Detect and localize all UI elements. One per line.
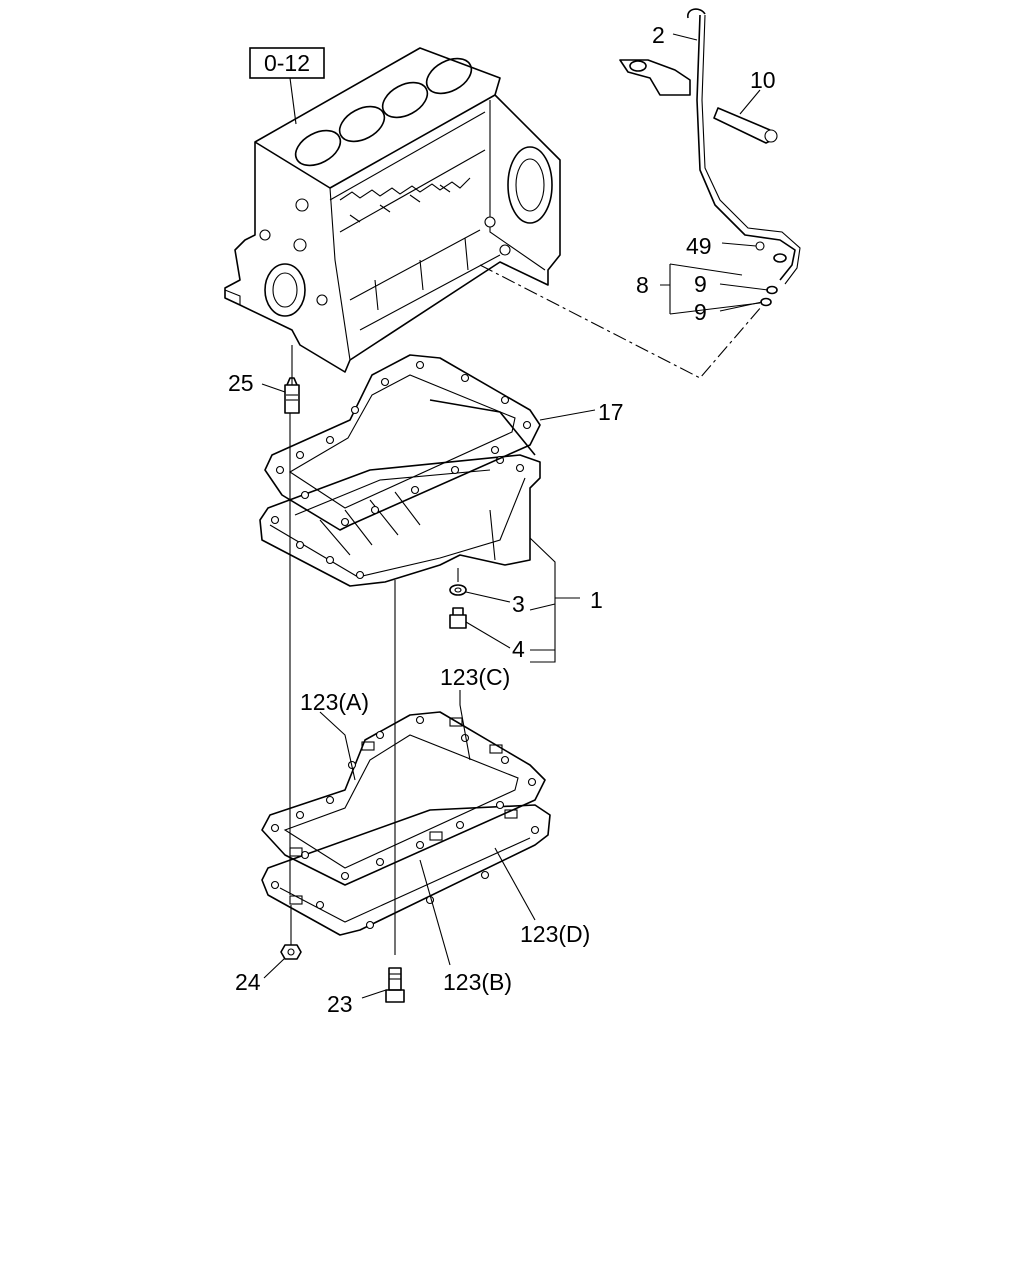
callout-8: 8 xyxy=(636,272,649,298)
callout-23: 23 xyxy=(327,991,353,1017)
callout-24: 24 xyxy=(235,969,261,995)
callout-3: 3 xyxy=(512,591,525,617)
pan-gasket xyxy=(264,354,541,531)
callout-9-lower: 9 xyxy=(694,299,707,325)
drain-washer xyxy=(449,584,467,596)
callout-4: 4 xyxy=(512,636,525,662)
drain-plug xyxy=(449,607,467,629)
callout-123-d: 123(D) xyxy=(520,921,590,947)
engine-block xyxy=(224,47,561,373)
reference-tag: 0-12 xyxy=(249,47,325,125)
callout-25: 25 xyxy=(228,370,254,396)
callout-10: 10 xyxy=(750,67,776,93)
callout-1: 1 xyxy=(590,587,603,613)
alignment-line-dipstick xyxy=(479,264,763,379)
callout-123-a: 123(A) xyxy=(300,689,369,715)
callout-17: 17 xyxy=(598,399,624,425)
hex-nut xyxy=(280,944,302,960)
oil-pan xyxy=(259,399,541,587)
dipstick-assembly xyxy=(619,8,801,307)
pan-bolt xyxy=(385,967,405,1003)
callout-123-b: 123(B) xyxy=(443,969,512,995)
callout-9-upper: 9 xyxy=(694,271,707,297)
callout-2: 2 xyxy=(652,22,665,48)
reference-tag-label: 0-12 xyxy=(264,50,310,76)
callout-49: 49 xyxy=(686,233,712,259)
lower-gasket-set xyxy=(261,711,551,936)
leader-lines xyxy=(261,33,769,999)
callout-123-c: 123(C) xyxy=(440,664,510,690)
